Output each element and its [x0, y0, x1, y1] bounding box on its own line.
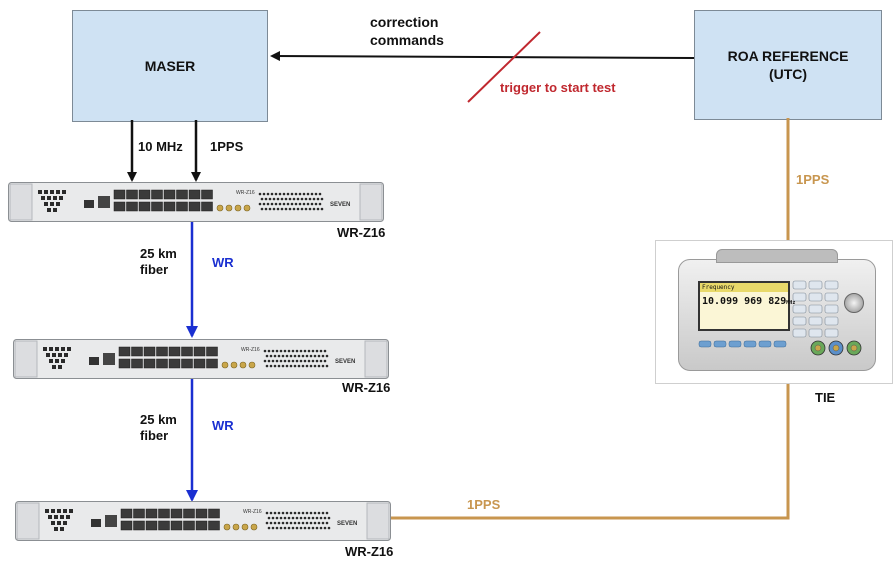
svg-text:SEVEN: SEVEN [337, 521, 357, 527]
one-pps-switch-label: 1PPS [467, 497, 501, 512]
switch-label-1: WR-Z16 [337, 225, 386, 240]
svg-text:WR-Z16: WR-Z16 [243, 509, 262, 515]
one-pps-roa-label: 1PPS [796, 172, 830, 187]
roa-reference-label: ROA REFERENCE (UTC) [727, 47, 849, 82]
counter-softkeys [698, 335, 788, 348]
one-pps-maser-label: 1PPS [210, 139, 244, 154]
svg-text:WR-Z16: WR-Z16 [241, 347, 260, 353]
roa-reference-box: ROA REFERENCE (UTC) [694, 10, 882, 120]
trigger-slash [467, 31, 541, 103]
svg-text:WR-Z16: WR-Z16 [236, 190, 255, 196]
fiber-label-1: 25 km fiber [140, 246, 177, 278]
counter-image: Frequency 10.099 969 829MHz [655, 240, 893, 384]
counter-reading: 10.099 969 829 [702, 296, 787, 307]
one-pps-switch-arrow [388, 364, 794, 520]
counter-keypad [792, 279, 842, 345]
maser-label: MASER [144, 57, 196, 74]
counter-unit: MHz [786, 300, 796, 306]
svg-text:SEVEN: SEVEN [335, 359, 355, 365]
counter-top-handle [716, 249, 838, 263]
svg-text:SEVEN: SEVEN [330, 202, 350, 208]
counter-knob [844, 293, 864, 313]
wr-label-1: WR [212, 255, 234, 270]
correction-arrow [270, 51, 695, 62]
switch-label-2: WR-Z16 [342, 380, 391, 395]
maser-box: MASER [72, 10, 268, 122]
fiber-label-2: 25 km fiber [140, 412, 177, 444]
switch-label-3: WR-Z16 [345, 544, 394, 559]
counter-display: Frequency 10.099 969 829MHz [698, 281, 795, 331]
tie-label: TIE [815, 390, 836, 405]
trigger-label: trigger to start test [500, 80, 616, 95]
counter-input-connectors [808, 339, 868, 357]
wr-label-2: WR [212, 418, 234, 433]
correction-commands-label: correction commands [370, 14, 444, 48]
counter-header: Frequency [700, 283, 788, 292]
ten-mhz-label: 10 MHz [138, 139, 183, 154]
